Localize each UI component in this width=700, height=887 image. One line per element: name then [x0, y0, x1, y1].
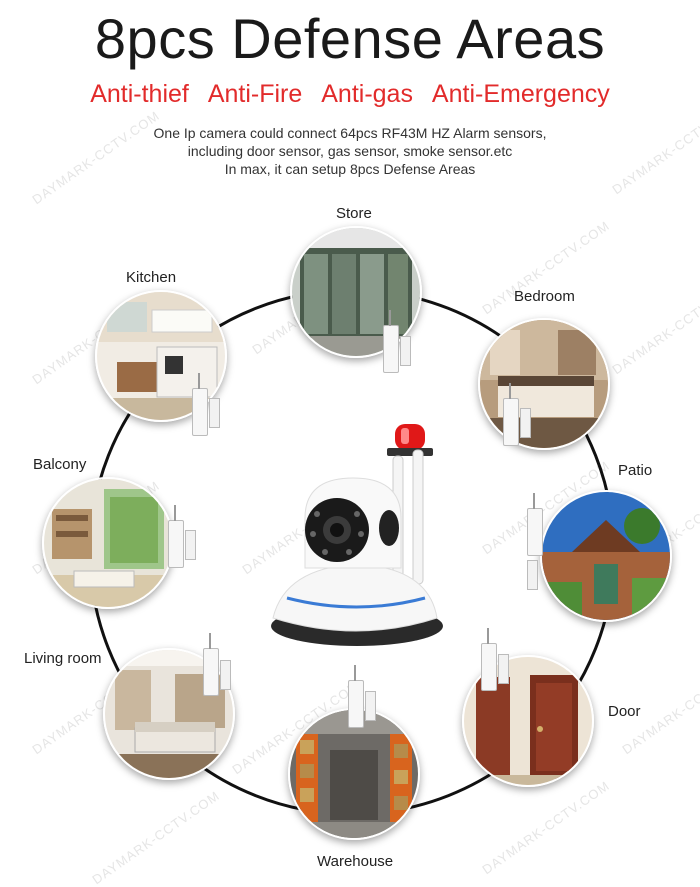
- area-label-door: Door: [608, 703, 641, 720]
- magnet-icon: [400, 336, 411, 366]
- feature-tags: Anti-thief Anti-Fire Anti-gas Anti-Emerg…: [0, 80, 700, 109]
- area-label-living-room: Living room: [24, 650, 102, 667]
- description: One Ip camera could connect 64pcs RF43M …: [0, 124, 700, 178]
- area-label-warehouse: Warehouse: [317, 853, 394, 870]
- door-sensor-icon: [481, 628, 497, 691]
- magnet-icon: [520, 408, 531, 438]
- magnet-icon: [220, 660, 231, 690]
- tag-anti-gas: Anti-gas: [321, 80, 413, 108]
- tag-anti-thief: Anti-thief: [90, 80, 189, 108]
- door-sensor-icon: [503, 383, 519, 446]
- description-line-3: In max, it can setup 8pcs Defense Areas: [224, 161, 476, 177]
- area-label-bedroom: Bedroom: [514, 288, 575, 305]
- area-label-balcony: Balcony: [33, 456, 87, 473]
- ip-camera-icon: [271, 449, 443, 646]
- store-photo: [290, 226, 422, 358]
- magnet-icon: [209, 398, 220, 428]
- description-line-2: including door sensor, gas sensor, smoke…: [187, 143, 513, 159]
- door-sensor-icon: [527, 493, 543, 556]
- door-sensor-icon: [348, 665, 364, 728]
- magnet-icon: [185, 530, 196, 560]
- description-line-1: One Ip camera could connect 64pcs RF43M …: [153, 125, 547, 141]
- area-label-kitchen: Kitchen: [126, 269, 177, 286]
- magnet-icon: [365, 691, 376, 721]
- page-title: 8pcs Defense Areas: [94, 7, 606, 70]
- patio-photo: [540, 490, 672, 622]
- area-label-store: Store: [336, 205, 372, 222]
- balcony-photo: [42, 477, 174, 609]
- door-sensor-icon: [168, 505, 184, 568]
- door-sensor-icon: [383, 310, 399, 373]
- tag-anti-emergency: Anti-Emergency: [431, 80, 610, 108]
- bedroom-photo: [478, 318, 610, 450]
- area-label-patio: Patio: [618, 462, 653, 479]
- tag-anti-fire: Anti-Fire: [207, 80, 303, 108]
- door-sensor-icon: [203, 633, 219, 696]
- magnet-icon: [527, 560, 538, 590]
- door-sensor-icon: [192, 373, 208, 436]
- magnet-icon: [498, 654, 509, 684]
